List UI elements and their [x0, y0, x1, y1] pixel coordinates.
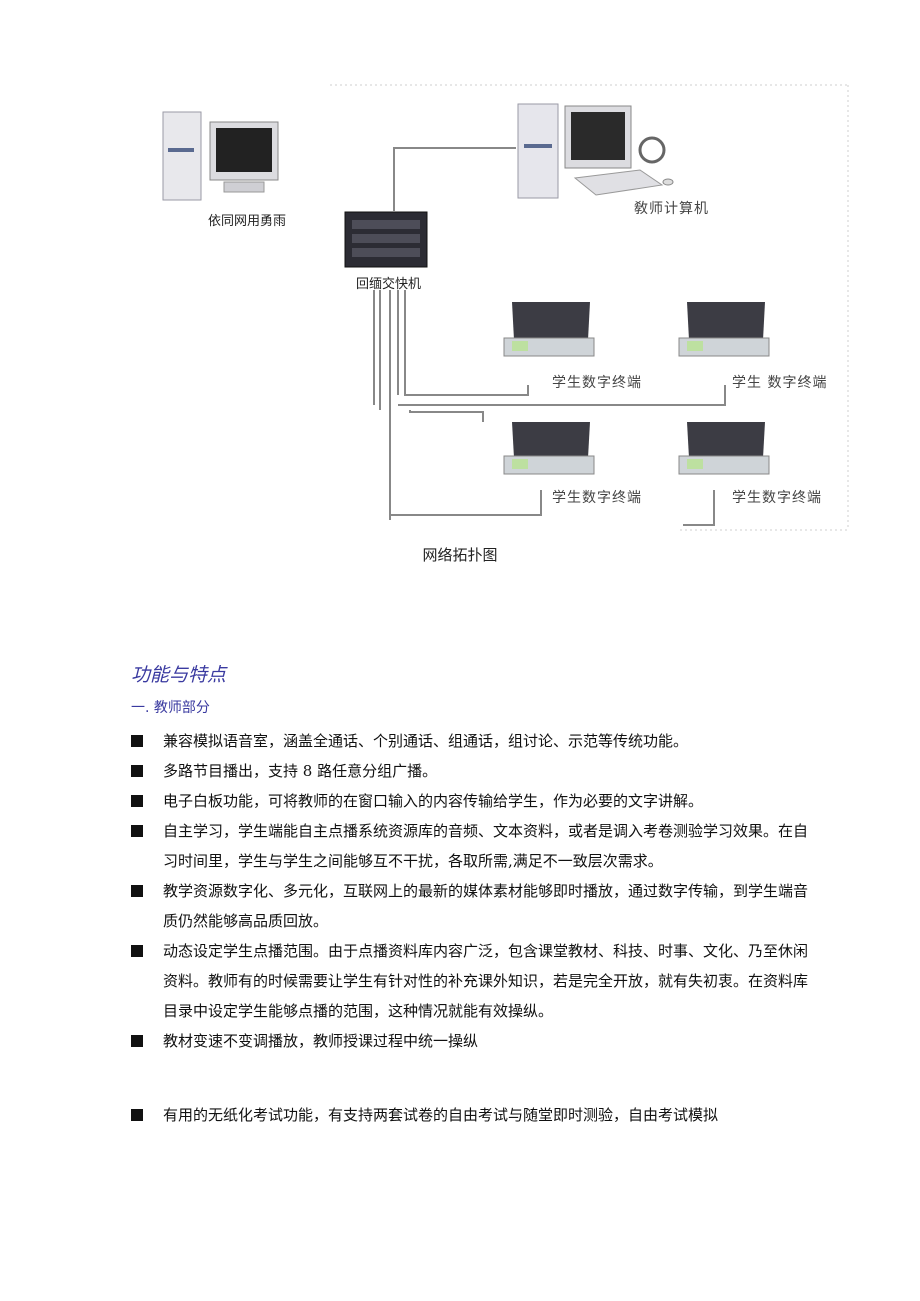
- list-item: 电子白板功能，可将教师的在窗口输入的内容传输给学生，作为必要的文字讲解。: [131, 786, 821, 816]
- list-item: 兼容模拟语音室，涵盖全通话、个别通话、组通话，组讨论、示范等传统功能。: [131, 726, 821, 756]
- square-bullet-icon: [131, 765, 143, 777]
- list-item-text: 教学资源数字化、多元化，互联网上的最新的媒体素材能够即时播放，通过数字传输，到学…: [163, 882, 809, 930]
- teacher-computer-label: 敎师计算机: [634, 201, 709, 217]
- subsection-title: 一. 教师部分: [131, 700, 210, 716]
- square-bullet-icon: [131, 945, 143, 957]
- terminal-label-2: 学生 数字终端: [732, 375, 828, 391]
- terminal-icon-3: [503, 422, 595, 475]
- terminal-icon-2: [678, 302, 770, 357]
- dashed-frame: [330, 84, 849, 531]
- feature-list: 兼容模拟语音室，涵盖全通话、个别通话、组通话，组讨论、示范等传统功能。 多路节目…: [131, 726, 821, 1130]
- section-title: 功能与特点: [131, 664, 227, 686]
- list-item: 有用的无纸化考试功能，有支持两套试卷的自由考试与随堂即时测验，自由考试模拟: [131, 1100, 821, 1130]
- terminal-label-1: 学生数字终端: [552, 375, 642, 391]
- list-item: 多路节目播出，支持 8 路任意分组广播。: [131, 756, 821, 786]
- list-item-text: 有用的无纸化考试功能，有支持两套试卷的自由考试与随堂即时测验，自由考试模拟: [163, 1106, 719, 1124]
- topology-graphic: [162, 84, 849, 531]
- teacher-computer-icon: [517, 103, 674, 199]
- square-bullet-icon: [131, 885, 143, 897]
- left-computer-icon: [162, 111, 279, 201]
- list-item-text: 教材变速不变调播放，教师授课过程中统一操纵: [163, 1032, 479, 1050]
- square-bullet-icon: [131, 735, 143, 747]
- terminal-label-3: 学生数字终端: [552, 490, 642, 506]
- terminal-icon-1: [503, 302, 595, 357]
- figure-caption: 网络拓扑图: [422, 546, 498, 564]
- square-bullet-icon: [131, 825, 143, 837]
- left-pc-label: 依同网用勇雨: [208, 214, 287, 229]
- list-item-text: 自主学习，学生端能自主点播系统资源库的音频、文本资料，或者是调入考卷测验学习效果…: [163, 822, 809, 870]
- list-item: 动态设定学生点播范围。由于点播资料库内容广泛，包含课堂教材、科技、时事、文化、乃…: [131, 936, 821, 1026]
- list-item-text: 电子白板功能，可将教师的在窗口输入的内容传输给学生，作为必要的文字讲解。: [163, 792, 704, 810]
- list-item: 教材变速不变调播放，教师授课过程中统一操纵: [131, 1026, 821, 1056]
- list-item: 教学资源数字化、多元化，互联网上的最新的媒体素材能够即时播放，通过数字传输，到学…: [131, 876, 821, 936]
- switch-icon: [344, 211, 428, 268]
- list-item-text: 动态设定学生点播范围。由于点播资料库内容广泛，包含课堂教材、科技、时事、文化、乃…: [163, 942, 809, 1020]
- network-topology-diagram: 依同网用勇雨 回缅交快机 敎师计算机 学生数字终端 学生 数字终端 学生数字终端…: [0, 0, 920, 540]
- switch-label: 回缅交快机: [356, 277, 422, 292]
- list-item: 自主学习，学生端能自主点播系统资源库的音频、文本资料，或者是调入考卷测验学习效果…: [131, 816, 821, 876]
- terminal-label-4: 学生数字终端: [732, 490, 822, 506]
- list-item-text: 多路节目播出，支持 8 路任意分组广播。: [163, 762, 438, 780]
- list-item-text: 兼容模拟语音室，涵盖全通话、个别通话、组通话，组讨论、示范等传统功能。: [163, 732, 689, 750]
- square-bullet-icon: [131, 1035, 143, 1047]
- square-bullet-icon: [131, 1109, 143, 1121]
- square-bullet-icon: [131, 795, 143, 807]
- connection-lines: [373, 147, 726, 526]
- terminal-icon-4: [678, 422, 770, 475]
